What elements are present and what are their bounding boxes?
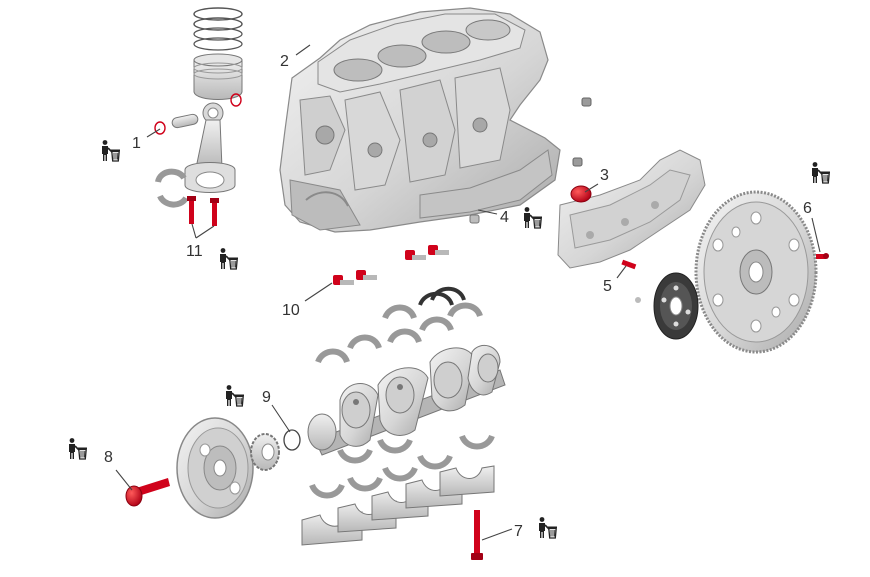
- main-bearing-shells-upper: [315, 286, 483, 364]
- flexplate-bolt: [816, 253, 829, 259]
- main-bearing-cap-bolt: [471, 510, 483, 560]
- person-with-trash-bin-icon: [68, 437, 88, 460]
- crankshaft: [307, 344, 506, 456]
- callout-9: 9: [262, 389, 271, 406]
- connecting-rod-bearing-shells: [155, 168, 189, 208]
- callout-5: 5: [603, 278, 612, 295]
- piston-assembly: [193, 7, 243, 107]
- leader-lines: [115, 44, 821, 541]
- crankshaft-sprocket: [250, 433, 280, 471]
- crankshaft-pulley: [176, 417, 254, 519]
- piston-pin: [154, 113, 199, 135]
- callout-1: 1: [132, 135, 141, 152]
- callout-10: 10: [282, 302, 300, 319]
- cylinder-block: [279, 7, 561, 233]
- callout-2: 2: [280, 53, 289, 70]
- person-with-trash-bin-icon: [523, 206, 543, 229]
- callout-11: 11: [186, 243, 203, 260]
- callout-7: 7: [514, 523, 523, 540]
- oil-pan: [557, 149, 706, 269]
- callout-4: 4: [500, 209, 509, 226]
- callout-6: 6: [803, 200, 812, 217]
- person-with-trash-bin-icon: [219, 247, 239, 270]
- main-bearing-caps: [301, 465, 495, 546]
- connecting-rod: [184, 102, 236, 193]
- o-ring: [283, 429, 301, 451]
- person-with-trash-bin-icon: [225, 384, 245, 407]
- reinforcement-plate: [653, 272, 699, 340]
- connecting-rod-bolts: [187, 196, 219, 226]
- oil-plug: [570, 185, 592, 203]
- oil-pan-bolt: [621, 259, 637, 270]
- main-bearing-shells-lower: [309, 434, 495, 499]
- callout-labels: 1 2 3 4 5 6 7 8 9 10 11: [104, 53, 812, 540]
- flexplate: [694, 190, 818, 354]
- callout-8: 8: [104, 449, 113, 466]
- bearing-cap-bolts-upper: [333, 245, 449, 285]
- person-with-trash-bin-icon: [101, 139, 121, 162]
- dowel-pins: [469, 97, 592, 224]
- callout-3: 3: [600, 167, 609, 184]
- person-with-trash-bin-icon: [811, 161, 831, 184]
- small-spacer: [635, 297, 641, 303]
- pulley-bolt: [125, 478, 170, 507]
- person-with-trash-bin-icon: [538, 516, 558, 539]
